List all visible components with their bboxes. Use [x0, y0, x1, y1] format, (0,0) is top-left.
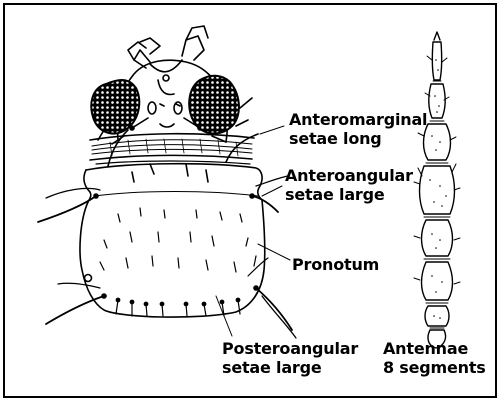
right-antenna-base-icon: [182, 36, 204, 60]
label-antennae-line1: Antennae: [383, 339, 468, 358]
posteroangular-seta-right: [256, 288, 292, 330]
label-posteroangular-line2: setae large: [222, 358, 322, 377]
right-compound-eye-icon: [189, 76, 239, 134]
label-anteroangular-line2: setae large: [285, 185, 385, 204]
anteroangular-seta-left: [38, 196, 96, 222]
label-anteromarginal-line2: setae long: [289, 129, 382, 148]
label-antennae-line2: 8 segments: [383, 358, 486, 377]
left-antenna-base-icon: [134, 50, 150, 68]
antenna-drawing: [414, 32, 460, 348]
label-anteromarginal-line1: Anteromarginal: [289, 110, 427, 129]
label-anteroangular-line1: Anteroangular: [285, 166, 413, 185]
posteroangular-seta-left-2: [58, 283, 100, 288]
anteroangular-seta-left-2: [46, 188, 100, 198]
label-pronotum: Pronotum: [292, 255, 379, 274]
posteroangular-seta-right-2: [262, 296, 296, 338]
anteroangular-seta-right: [252, 196, 278, 212]
posteroangular-seta-left: [46, 296, 104, 324]
label-posteroangular-line1: Posteroangular: [222, 339, 358, 358]
head: [91, 26, 252, 144]
